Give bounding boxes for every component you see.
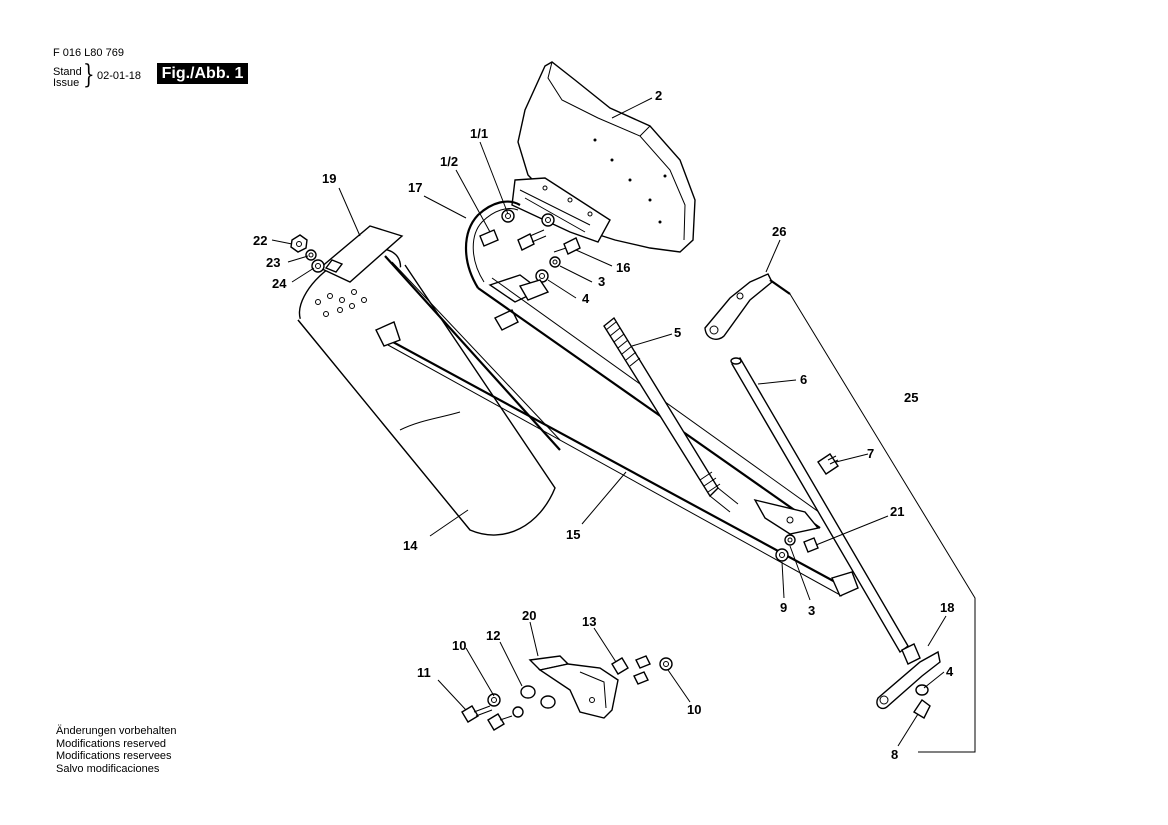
figure-label: Fig./Abb. 1 xyxy=(157,63,248,84)
callout-14: 14 xyxy=(403,538,418,553)
issue-date: 02-01-18 xyxy=(97,70,142,82)
part-10-washers xyxy=(487,657,673,707)
leader-lines xyxy=(271,97,947,747)
note-french: Modifications reservees xyxy=(56,750,172,762)
callout-23: 23 xyxy=(266,255,280,270)
callout-22: 22 xyxy=(253,233,267,248)
callout-3-upper: 3 xyxy=(598,274,605,289)
part-22-24-nut-washers xyxy=(290,234,325,273)
part-12-spacers xyxy=(512,685,556,718)
stand-label: Stand xyxy=(53,66,82,78)
callout-15: 15 xyxy=(566,527,580,542)
callout-25: 25 xyxy=(904,390,918,405)
part-11-bolts xyxy=(461,705,513,731)
callout-21: 21 xyxy=(890,504,904,519)
note-german: Änderungen vorbehalten xyxy=(56,725,177,737)
callout-1-1: 1/1 xyxy=(470,126,488,141)
callout-4-upper: 4 xyxy=(582,291,590,306)
issue-label: Issue xyxy=(53,77,80,89)
part-26-link-plate xyxy=(704,273,773,340)
part-14-roller xyxy=(297,225,561,536)
part-21-3-9-small xyxy=(775,534,819,562)
part-20-bracket xyxy=(528,655,619,719)
modification-notes: Änderungen vorbehalten Modifications res… xyxy=(56,725,176,775)
part-6-rod xyxy=(730,356,909,654)
callout-10-left: 10 xyxy=(452,638,466,653)
part-15-lower-bar xyxy=(375,321,859,597)
callout-4-lower: 4 xyxy=(946,664,954,679)
callout-labels: 2 1/1 1/2 17 19 22 23 24 16 3 4 26 5 6 2… xyxy=(253,88,954,762)
callout-7: 7 xyxy=(867,446,874,461)
callout-9: 9 xyxy=(780,600,787,615)
callout-16: 16 xyxy=(616,260,630,275)
part-25-group-bracket xyxy=(769,279,976,753)
callout-26: 26 xyxy=(772,224,786,239)
callout-1-2: 1/2 xyxy=(440,154,458,169)
part-18-4-8-linkage xyxy=(876,643,941,719)
callout-5: 5 xyxy=(674,325,681,340)
note-english: Modifications reserved xyxy=(56,737,167,750)
callout-3-lower: 3 xyxy=(808,603,815,618)
callout-20: 20 xyxy=(522,608,536,623)
callout-10-right: 10 xyxy=(687,702,701,717)
callout-17: 17 xyxy=(408,180,422,195)
part-bolts-upper xyxy=(479,209,581,331)
callout-12: 12 xyxy=(486,628,500,643)
part-7-screw xyxy=(817,453,839,475)
callout-24: 24 xyxy=(272,276,287,291)
document-number: F 016 L80 769 xyxy=(53,47,124,59)
callout-2: 2 xyxy=(655,88,662,103)
note-spanish: Salvo modificaciones xyxy=(56,762,160,775)
callout-19: 19 xyxy=(322,171,336,186)
callout-6: 6 xyxy=(800,372,807,387)
callout-8: 8 xyxy=(891,747,898,762)
part-5-threaded-rod xyxy=(603,316,739,513)
callout-11: 11 xyxy=(417,665,431,680)
callout-13: 13 xyxy=(582,614,596,629)
catcher-bracket xyxy=(511,177,611,243)
callout-18: 18 xyxy=(940,600,954,615)
brace-glyph: } xyxy=(83,60,95,90)
